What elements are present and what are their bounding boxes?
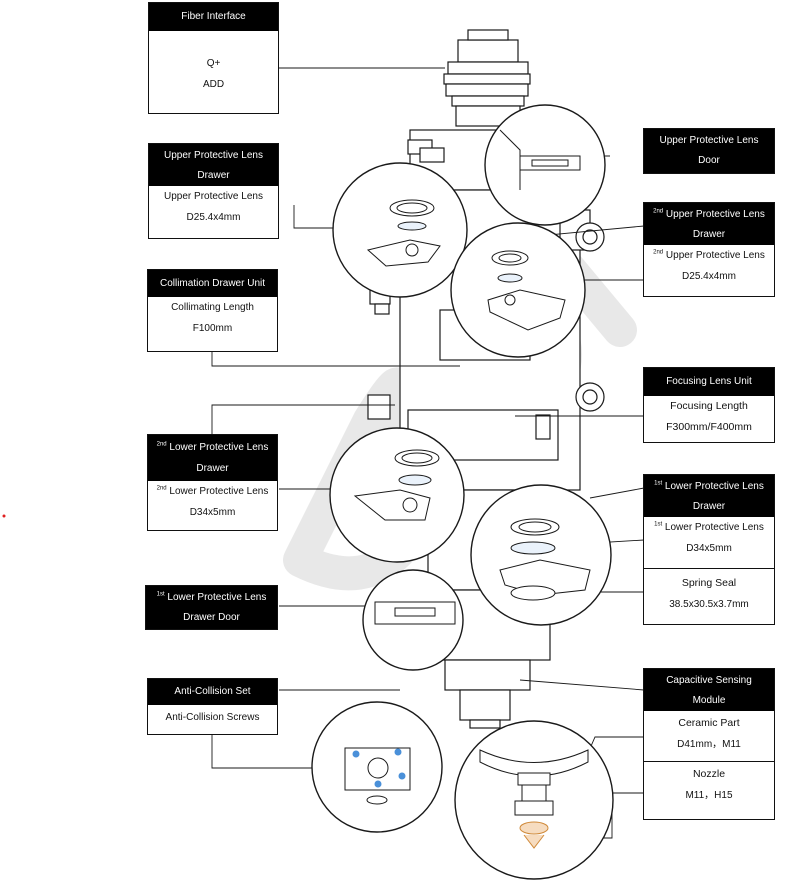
- label-line: Anti-Collision Screws: [165, 712, 260, 723]
- label-line: D34x5mm: [686, 543, 732, 554]
- label-line: F100mm: [192, 323, 233, 334]
- label-line: 2nd Upper Protective Lens: [653, 249, 765, 261]
- label-line: D25.4x4mm: [682, 271, 736, 282]
- label-line: D41mm，M11: [677, 739, 741, 750]
- label-header: 1st Lower Protective Lens Drawer: [644, 475, 774, 517]
- label-line: Focusing Length: [670, 400, 748, 412]
- label-focusing-lens-unit: Focusing Lens Unit Focusing Length F300m…: [643, 367, 775, 443]
- label-header: Collimation Drawer Unit: [148, 270, 277, 297]
- label-capacitive-sensing-module: Capacitive Sensing Module Ceramic Part D…: [643, 668, 775, 820]
- detail-second-upper-drawer: [450, 222, 586, 358]
- detail-parts: [344, 129, 591, 849]
- label-header: Anti-Collision Set: [148, 679, 277, 705]
- label-line: Ceramic Part: [678, 717, 740, 729]
- label-line: 1st Lower Protective Lens: [654, 521, 764, 533]
- label-line: ADD: [202, 79, 225, 90]
- label-line: D25.4x4mm: [186, 212, 241, 223]
- label-fiber-interface: Fiber Interface Q+ ADD: [148, 2, 279, 114]
- divider: [644, 761, 774, 762]
- label-second-upper-protective-lens-drawer: 2nd Upper Protective Lens Drawer 2nd Upp…: [643, 202, 775, 297]
- stray-dot: [2, 514, 6, 518]
- label-line: Nozzle: [692, 768, 726, 780]
- label-header: Focusing Lens Unit: [644, 368, 774, 396]
- label-line: F300mm/F400mm: [666, 421, 752, 433]
- label-header: Upper Protective Lens Drawer: [149, 144, 278, 186]
- label-line: 2nd Lower Protective Lens: [156, 485, 269, 497]
- label-header: 1st Lower Protective Lens Drawer Door: [146, 586, 277, 628]
- label-line: Q+: [206, 58, 221, 69]
- label-second-lower-protective-lens-drawer: 2nd Lower Protective Lens Drawer 2nd Low…: [147, 434, 278, 531]
- label-upper-protective-lens-door: Upper Protective Lens Door: [643, 128, 775, 174]
- label-line: Upper Protective Lens: [164, 191, 263, 202]
- label-line: 38.5x30.5x3.7mm: [669, 599, 749, 610]
- label-line: M11，H15: [685, 790, 733, 801]
- label-collimation-drawer-unit: Collimation Drawer Unit Collimating Leng…: [147, 269, 278, 352]
- label-header: 2nd Lower Protective Lens Drawer: [148, 435, 277, 481]
- label-line: Spring Seal: [681, 577, 737, 589]
- label-first-lower-protective-lens-drawer: 1st Lower Protective Lens Drawer 1st Low…: [643, 474, 775, 569]
- label-header: Upper Protective Lens Door: [644, 129, 774, 171]
- detail-first-lower-drawer: [470, 484, 612, 626]
- label-first-lower-protective-lens-drawer-door: 1st Lower Protective Lens Drawer Door: [145, 585, 278, 630]
- label-line: D34x5mm: [189, 507, 236, 518]
- label-spring-seal: Spring Seal 38.5x30.5x3.7mm: [643, 568, 775, 625]
- detail-upper-drawer: [332, 162, 468, 298]
- label-header: Capacitive Sensing Module: [644, 669, 774, 711]
- label-header: Fiber Interface: [149, 3, 278, 31]
- label-line: Collimating Length: [171, 302, 254, 313]
- label-upper-protective-lens-drawer: Upper Protective Lens Drawer Upper Prote…: [148, 143, 279, 239]
- label-header: 2nd Upper Protective Lens Drawer: [644, 203, 774, 245]
- label-anti-collision-set: Anti-Collision Set Anti-Collision Screws: [147, 678, 278, 735]
